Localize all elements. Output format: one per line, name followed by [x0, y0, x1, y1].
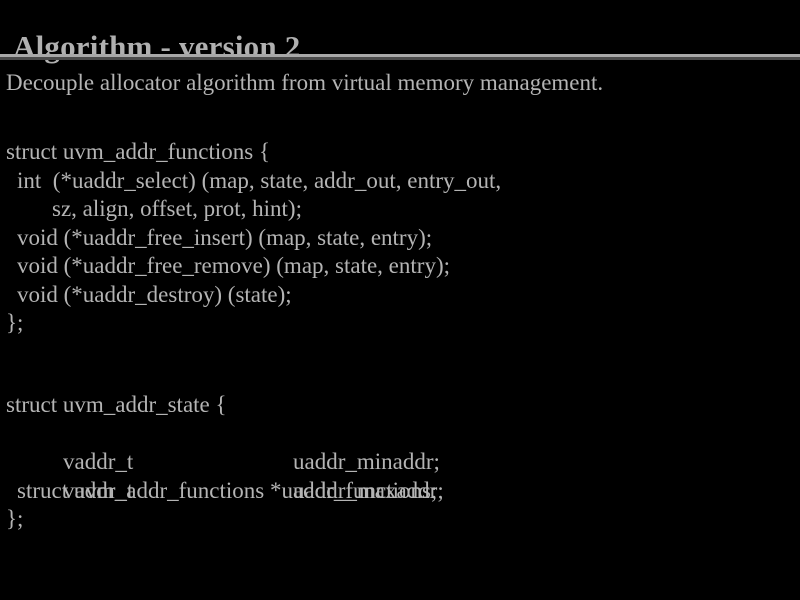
field-type: vaddr_t: [63, 449, 134, 474]
code-line-struct-field: vaddr_t uaddr_minaddr;: [0, 420, 800, 474]
code-line-struct-field: vaddr_t uaddr_maxaddr;: [0, 448, 800, 503]
slide-body: Decouple allocator algorithm from virtua…: [0, 64, 800, 600]
code-line: int (*uaddr_select) (map, state, addr_ou…: [17, 167, 502, 193]
code-line: };: [6, 506, 24, 531]
field-type: vaddr_t: [63, 477, 134, 503]
code-line: };: [6, 310, 24, 335]
code-line: struct uvm_addr_functions *uaddr_functio…: [17, 477, 438, 503]
code-line: struct uvm_addr_state {: [6, 392, 227, 417]
page-title: Algorithm - version 2: [13, 28, 301, 64]
code-block-uvm-addr-functions: struct uvm_addr_functions { int (*uaddr_…: [0, 138, 800, 338]
code-line: void (*uaddr_free_insert) (map, state, e…: [17, 224, 433, 250]
slide-subtitle: Decouple allocator algorithm from virtua…: [6, 70, 604, 95]
title-divider: [0, 54, 800, 60]
field-name: uaddr_minaddr;: [293, 449, 440, 474]
code-line: struct uvm_addr_functions {: [6, 139, 270, 164]
field-name: uaddr_maxaddr;: [293, 477, 444, 503]
divider-shadow-line: [0, 57, 800, 60]
divider-highlight-line: [0, 54, 800, 57]
code-line: void (*uaddr_destroy) (state);: [17, 281, 292, 307]
code-line: sz, align, offset, prot, hint);: [52, 196, 302, 221]
code-line: void (*uaddr_free_remove) (map, state, e…: [17, 253, 450, 278]
code-block-uvm-addr-state: struct uvm_addr_state { vaddr_t uaddr_min…: [0, 391, 800, 534]
